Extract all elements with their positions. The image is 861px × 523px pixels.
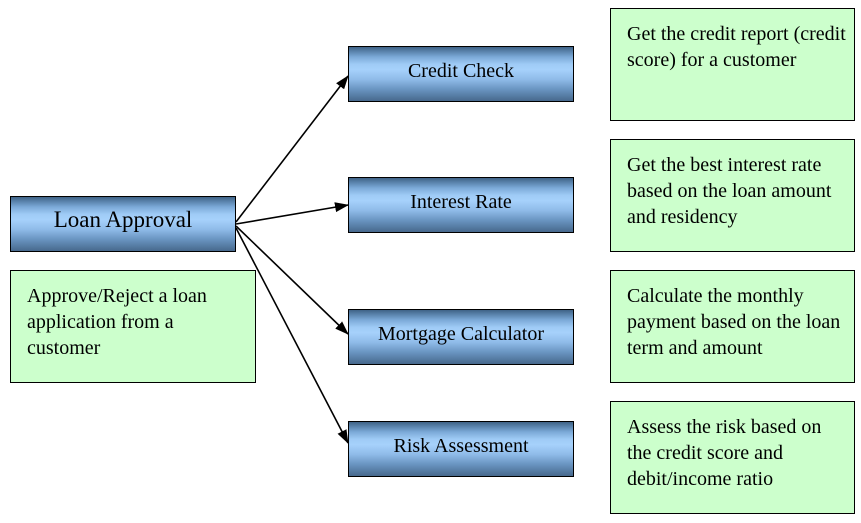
credit-check-box: Credit Check <box>348 46 574 102</box>
credit-check-description: Get the credit report (credit score) for… <box>610 8 855 121</box>
loan-approval-label: Loan Approval <box>53 207 193 232</box>
arrow-to-interest-rate <box>235 202 349 225</box>
mortgage-calculator-label: Mortgage Calculator <box>377 322 545 345</box>
interest-rate-description: Get the best interest rate based on the … <box>610 139 855 252</box>
risk-assessment-label: Risk Assessment <box>393 434 529 457</box>
credit-check-label: Credit Check <box>407 59 515 82</box>
mortgage-calculator-description: Calculate the monthly payment based on t… <box>610 270 855 383</box>
risk-assessment-box: Risk Assessment <box>348 421 574 477</box>
loan-approval-description: Approve/Reject a loan application from a… <box>10 270 256 383</box>
interest-rate-box: Interest Rate <box>348 177 574 233</box>
risk-assessment-description: Assess the risk based on the credit scor… <box>610 401 855 514</box>
mortgage-calculator-box: Mortgage Calculator <box>348 309 574 365</box>
interest-rate-label: Interest Rate <box>410 190 512 213</box>
loan-approval-box: Loan Approval <box>10 196 236 252</box>
arrow-to-credit-check <box>235 75 349 223</box>
